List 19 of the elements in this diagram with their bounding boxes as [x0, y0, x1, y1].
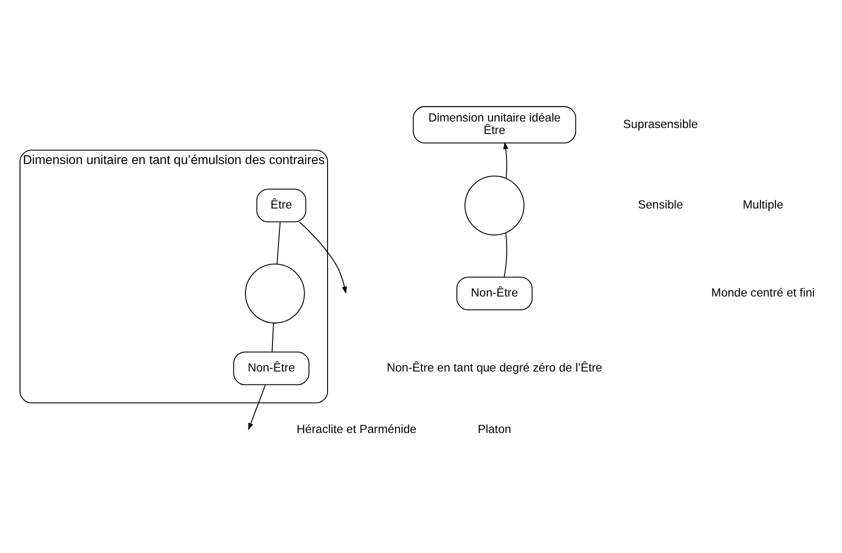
node-box: Non-Être [456, 276, 533, 310]
label: Héraclite et Parménide [296, 423, 417, 436]
connector [504, 232, 508, 278]
connector [272, 322, 274, 352]
node-box: Être [256, 188, 306, 222]
arrow [503, 142, 508, 179]
label: Multiple [742, 198, 784, 212]
arrow [299, 222, 347, 294]
label: Platon [478, 423, 512, 436]
node-circle [464, 176, 524, 236]
node-box: Non-Être [233, 352, 310, 386]
node-box: Dimension unitaire idéale Être [412, 106, 576, 144]
connector [276, 222, 281, 264]
label: Suprasensible [623, 118, 698, 131]
node-circle [245, 264, 305, 324]
label: Non-Être en tant que degré zéro de l’Être [386, 361, 602, 374]
label: Monde centré et fini [711, 286, 815, 300]
label: Sensible [638, 198, 684, 212]
arrow [248, 384, 266, 430]
